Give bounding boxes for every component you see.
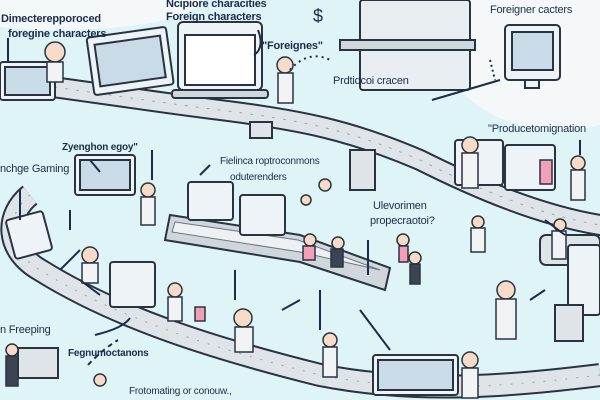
label-2a: Ncipiore characities [166, 0, 267, 10]
label-12: Fegnumoctanons [68, 348, 149, 359]
dollar-sign-label: $ [313, 6, 323, 26]
label-1a: Dimecterepporoced [1, 13, 101, 25]
monitor-top-left-2 [85, 26, 175, 96]
market-stall [339, 0, 476, 91]
label-13: Frotomating or conouw., [129, 386, 232, 397]
label-5: Prdtidcoi cracen [333, 75, 409, 87]
label-10b: propecraotoi? [370, 215, 435, 227]
monitor-left-belt [5, 210, 53, 260]
label-8a: Fielinca roptroconmons [220, 156, 320, 167]
label-1b: foregine characters [8, 28, 107, 40]
label-6: Zyenghon egoy" [62, 142, 138, 153]
label-3: "Foreignes" [262, 40, 323, 52]
monitor-mid-left [74, 154, 136, 196]
monitor-bottom-left [109, 261, 156, 308]
conveyor-belt-top [0, 69, 600, 236]
label-11: n Freeping [0, 324, 51, 336]
monitor-top-right [504, 24, 561, 89]
label-2b: Foreign characters [166, 11, 262, 23]
monitor-top-left [0, 61, 56, 101]
laptop-screen [171, 21, 269, 99]
label-9: "Producetomignation [488, 123, 586, 135]
monitor-belt-center [187, 181, 286, 236]
monitor-bottom-center [372, 354, 459, 396]
label-4: Foreigner cacters [490, 4, 573, 16]
people [5, 41, 586, 399]
flow-arrows [7, 29, 581, 366]
label-10a: Ulevorimen [373, 200, 427, 212]
label-7: nchge Gaming [0, 163, 70, 175]
label-8b: oduterenders [230, 172, 287, 183]
crates [17, 121, 584, 379]
